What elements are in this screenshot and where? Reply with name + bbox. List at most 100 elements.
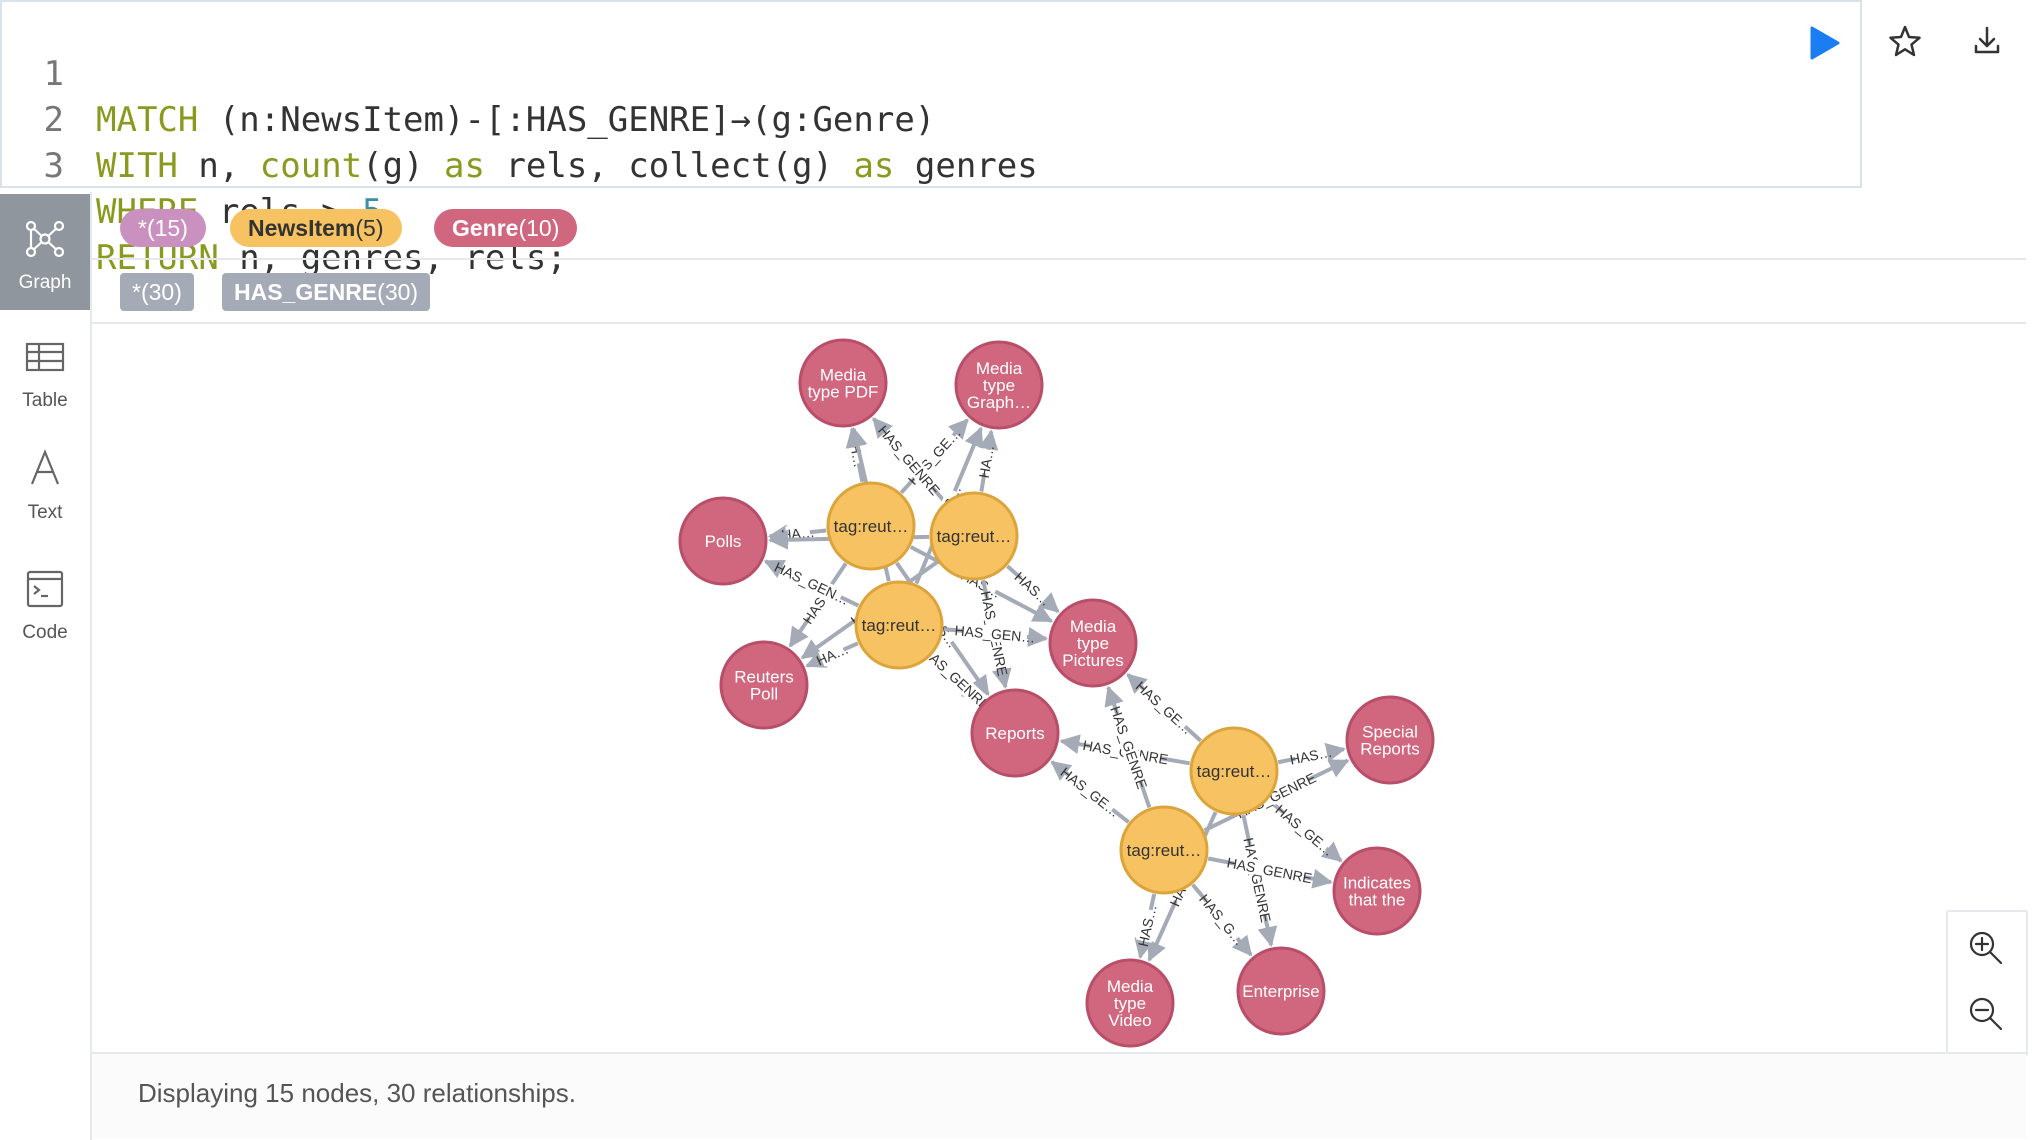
newsitem-node[interactable]: tag:reut… xyxy=(854,580,944,670)
genre-node-label: Media xyxy=(1070,617,1117,636)
genre-node-circle[interactable] xyxy=(1345,695,1435,785)
line-number: 1 xyxy=(43,54,64,94)
node-labels-legend: *(15) NewsItem(5) Genre(10) xyxy=(92,196,2026,260)
genre-node-label: type PDF xyxy=(808,383,879,402)
relationship-label: HAS_GENRE xyxy=(1240,836,1274,924)
newsitem-node[interactable]: tag:reut… xyxy=(1189,726,1279,816)
newsitem-node-circle[interactable] xyxy=(1119,805,1209,895)
code-icon xyxy=(26,570,64,608)
result-view-sidebar: Graph Table Text Code xyxy=(0,192,92,1140)
relationship-label: HAS_GE… xyxy=(1272,801,1337,859)
newsitem-node-circle[interactable] xyxy=(929,491,1019,581)
genre-node-label: Media xyxy=(1107,977,1154,996)
sidebar-label: Table xyxy=(22,390,68,411)
relationship-label-bg xyxy=(962,622,1028,645)
graph-canvas[interactable]: H…HAS_GE…HA…HAS…HAS…HAS…HAS_GENREHA…HA…H… xyxy=(92,320,2026,1050)
status-bar: Displaying 15 nodes, 30 relationships. xyxy=(92,1052,2026,1138)
relationship-label-bg xyxy=(1278,806,1332,855)
relationship-label: HAS_GEN… xyxy=(954,622,1036,645)
zoom-out-icon xyxy=(1969,997,2003,1031)
newsitem-node-label: tag:reut… xyxy=(937,527,1012,546)
genre-node-label: that the xyxy=(1349,891,1406,910)
sidebar-label: Graph xyxy=(18,272,72,293)
genre-node-label: Media xyxy=(976,359,1023,378)
newsitem-node[interactable]: tag:reut… xyxy=(826,481,916,571)
sidebar-item-table[interactable]: Table xyxy=(0,312,90,428)
genre-node-label: Enterprise xyxy=(1242,982,1319,1001)
relationship-types-legend: *(30) HAS_GENRE(30) xyxy=(92,260,2026,324)
zoom-out-button[interactable] xyxy=(1964,992,2008,1036)
sidebar-item-code[interactable]: Code xyxy=(0,544,90,660)
genre-node-label: Polls xyxy=(705,532,742,551)
newsitem-node-label: tag:reut… xyxy=(834,517,909,536)
relationship-label-bg xyxy=(1200,896,1244,944)
sidebar-item-graph[interactable]: Graph xyxy=(0,194,90,310)
run-button[interactable] xyxy=(1800,20,1850,70)
relationship-label-bg xyxy=(1015,572,1051,606)
relationship-label-bg xyxy=(1109,710,1149,785)
genre-node-circle[interactable] xyxy=(678,496,768,586)
code-line-1: 1 MATCH (n:NewsItem)-[:HAS_GENRE]→(g:Gen… xyxy=(2,5,936,140)
relationship-label-bg xyxy=(924,647,989,709)
download-button[interactable] xyxy=(1962,16,2012,66)
query-editor[interactable]: 1 MATCH (n:NewsItem)-[:HAS_GENRE]→(g:Gen… xyxy=(0,0,1862,278)
genre-node[interactable]: Reports xyxy=(970,688,1060,778)
genre-node-circle[interactable] xyxy=(1332,846,1422,936)
graph-icon xyxy=(25,220,65,258)
genre-node-label: type xyxy=(1114,994,1146,1013)
genre-node-circle[interactable] xyxy=(1048,598,1138,688)
genre-node-circle[interactable] xyxy=(954,340,1044,430)
node-label-pill-genre[interactable]: Genre(10) xyxy=(434,209,578,247)
code-line-4: 4 RETURN n, genres, rels; xyxy=(2,143,567,278)
relationship-label-bg xyxy=(879,427,939,493)
relationship-label: HA… xyxy=(976,444,997,480)
genre-node-label: Reports xyxy=(1360,740,1420,759)
table-icon xyxy=(25,342,65,372)
code-text: MATCH (n:NewsItem)-[:HAS_GENRE]→(g:Genre… xyxy=(96,100,936,140)
node-label-pill-newsitem[interactable]: NewsItem(5) xyxy=(230,209,402,247)
newsitem-node-circle[interactable] xyxy=(826,481,916,571)
relationship-label: HAS_GE… xyxy=(1133,678,1196,737)
favorite-button[interactable] xyxy=(1880,16,1930,66)
relationship-label: HAS_G… xyxy=(1196,891,1248,949)
status-text: Displaying 15 nodes, 30 relationships. xyxy=(138,1078,576,1108)
relationship-label-bg xyxy=(1232,855,1307,885)
newsitem-node-circle[interactable] xyxy=(854,580,944,670)
genre-node-label: type xyxy=(983,376,1015,395)
relationship-label-bg xyxy=(818,642,847,667)
relationship-label-bg xyxy=(1138,682,1191,733)
genre-node[interactable]: Polls xyxy=(678,496,768,586)
rel-type-pill-all[interactable]: *(30) xyxy=(120,273,194,311)
sidebar-item-text[interactable]: Text xyxy=(0,424,90,540)
newsitem-node-circle[interactable] xyxy=(1189,726,1279,816)
zoom-in-icon xyxy=(1969,931,2003,965)
node-label-pill-all[interactable]: *(15) xyxy=(120,209,206,247)
genre-node-circle[interactable] xyxy=(1085,958,1175,1048)
genre-node-label: type xyxy=(1077,634,1109,653)
genre-node-circle[interactable] xyxy=(970,688,1060,778)
genre-node-label: Video xyxy=(1108,1011,1151,1030)
code-text: WITH n, count(g) as rels, collect(g) as … xyxy=(96,146,1038,186)
genre-node-label: Reuters xyxy=(734,668,794,687)
genre-node[interactable]: MediatypeGraph… xyxy=(954,340,1044,430)
rel-type-pill-has-genre[interactable]: HAS_GENRE(30) xyxy=(222,273,431,311)
genre-node-circle[interactable] xyxy=(1236,946,1326,1036)
download-icon xyxy=(1974,26,2000,54)
genre-node-circle[interactable] xyxy=(798,338,888,428)
newsitem-node[interactable]: tag:reut… xyxy=(929,491,1019,581)
genre-node-label: Special xyxy=(1362,723,1418,742)
relationship-label: HAS_GENRE xyxy=(1226,854,1314,886)
relationship-label-bg xyxy=(779,562,845,605)
zoom-in-button[interactable] xyxy=(1964,926,2008,970)
newsitem-node[interactable]: tag:reut… xyxy=(1119,805,1209,895)
genre-node[interactable]: Enterprise xyxy=(1236,946,1326,1036)
relationship-label-bg xyxy=(976,448,997,475)
genre-node-circle[interactable] xyxy=(719,640,809,730)
zoom-controls xyxy=(1946,910,2028,1056)
